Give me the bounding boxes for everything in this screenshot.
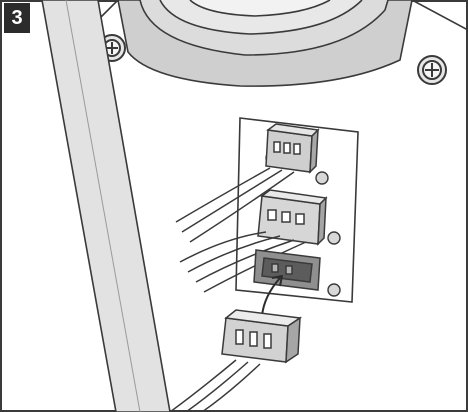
support-pole: [41, 0, 171, 412]
cable-bundle-middle: [179, 231, 307, 293]
top-connector: [265, 123, 320, 174]
middle-connector: [257, 189, 328, 246]
cable-bundle-lower: [169, 359, 261, 412]
screw-icon-right: [417, 55, 447, 85]
cable-bundle-upper: [175, 167, 295, 243]
step-number-badge: 3: [4, 3, 30, 33]
fan-housing: [99, 0, 468, 87]
loose-connector: [221, 309, 303, 364]
empty-socket: [253, 249, 321, 291]
